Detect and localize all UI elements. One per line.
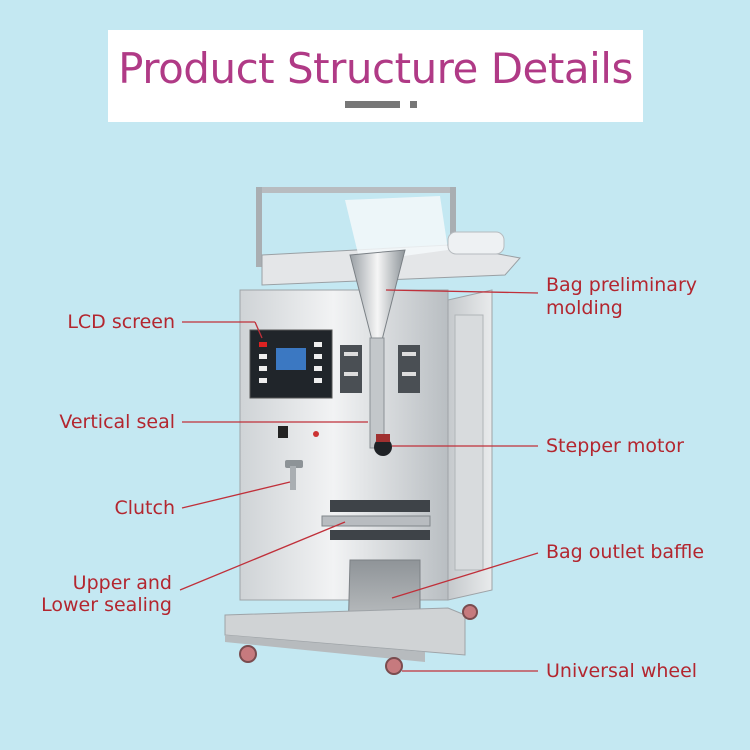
stepper-motor [374, 434, 392, 456]
leader-bag-molding [385, 289, 539, 294]
power-switch [278, 426, 288, 438]
leader-clutch [181, 481, 291, 509]
label-upper-lower-line2: Lower sealing [41, 594, 172, 616]
forming-funnel [349, 249, 406, 449]
page-title: Product Structure Details [118, 44, 633, 93]
leader-baffle [391, 552, 539, 599]
title-underline-dot [410, 101, 417, 108]
label-upper-lower-line1: Upper and [72, 572, 172, 594]
clutch-handle [285, 460, 303, 490]
leader-lcd-tip [254, 321, 263, 339]
lcd-display [276, 348, 306, 370]
label-stepper-motor: Stepper motor [546, 435, 684, 457]
leader-sealing [179, 521, 346, 591]
label-lcd-screen: LCD screen [67, 311, 175, 333]
vertical-seal-blocks [340, 345, 420, 393]
control-panel [249, 329, 333, 399]
sealing-jaws [321, 500, 431, 540]
title-banner: Product Structure Details [108, 30, 643, 122]
machine-body [239, 289, 493, 601]
label-universal-wheel: Universal wheel [546, 660, 698, 682]
title-underline-bar [345, 101, 400, 108]
label-clutch: Clutch [114, 497, 175, 519]
label-bag-molding-line2: molding [546, 297, 623, 319]
base-tray [224, 607, 466, 662]
label-bag-molding-line1: Bag preliminary [546, 274, 698, 296]
wheels [239, 604, 478, 675]
indicator-light [313, 431, 319, 437]
label-bag-outlet-baffle: Bag outlet baffle [546, 541, 705, 563]
leader-lines [179, 289, 539, 672]
label-vertical-seal: Vertical seal [59, 411, 175, 433]
